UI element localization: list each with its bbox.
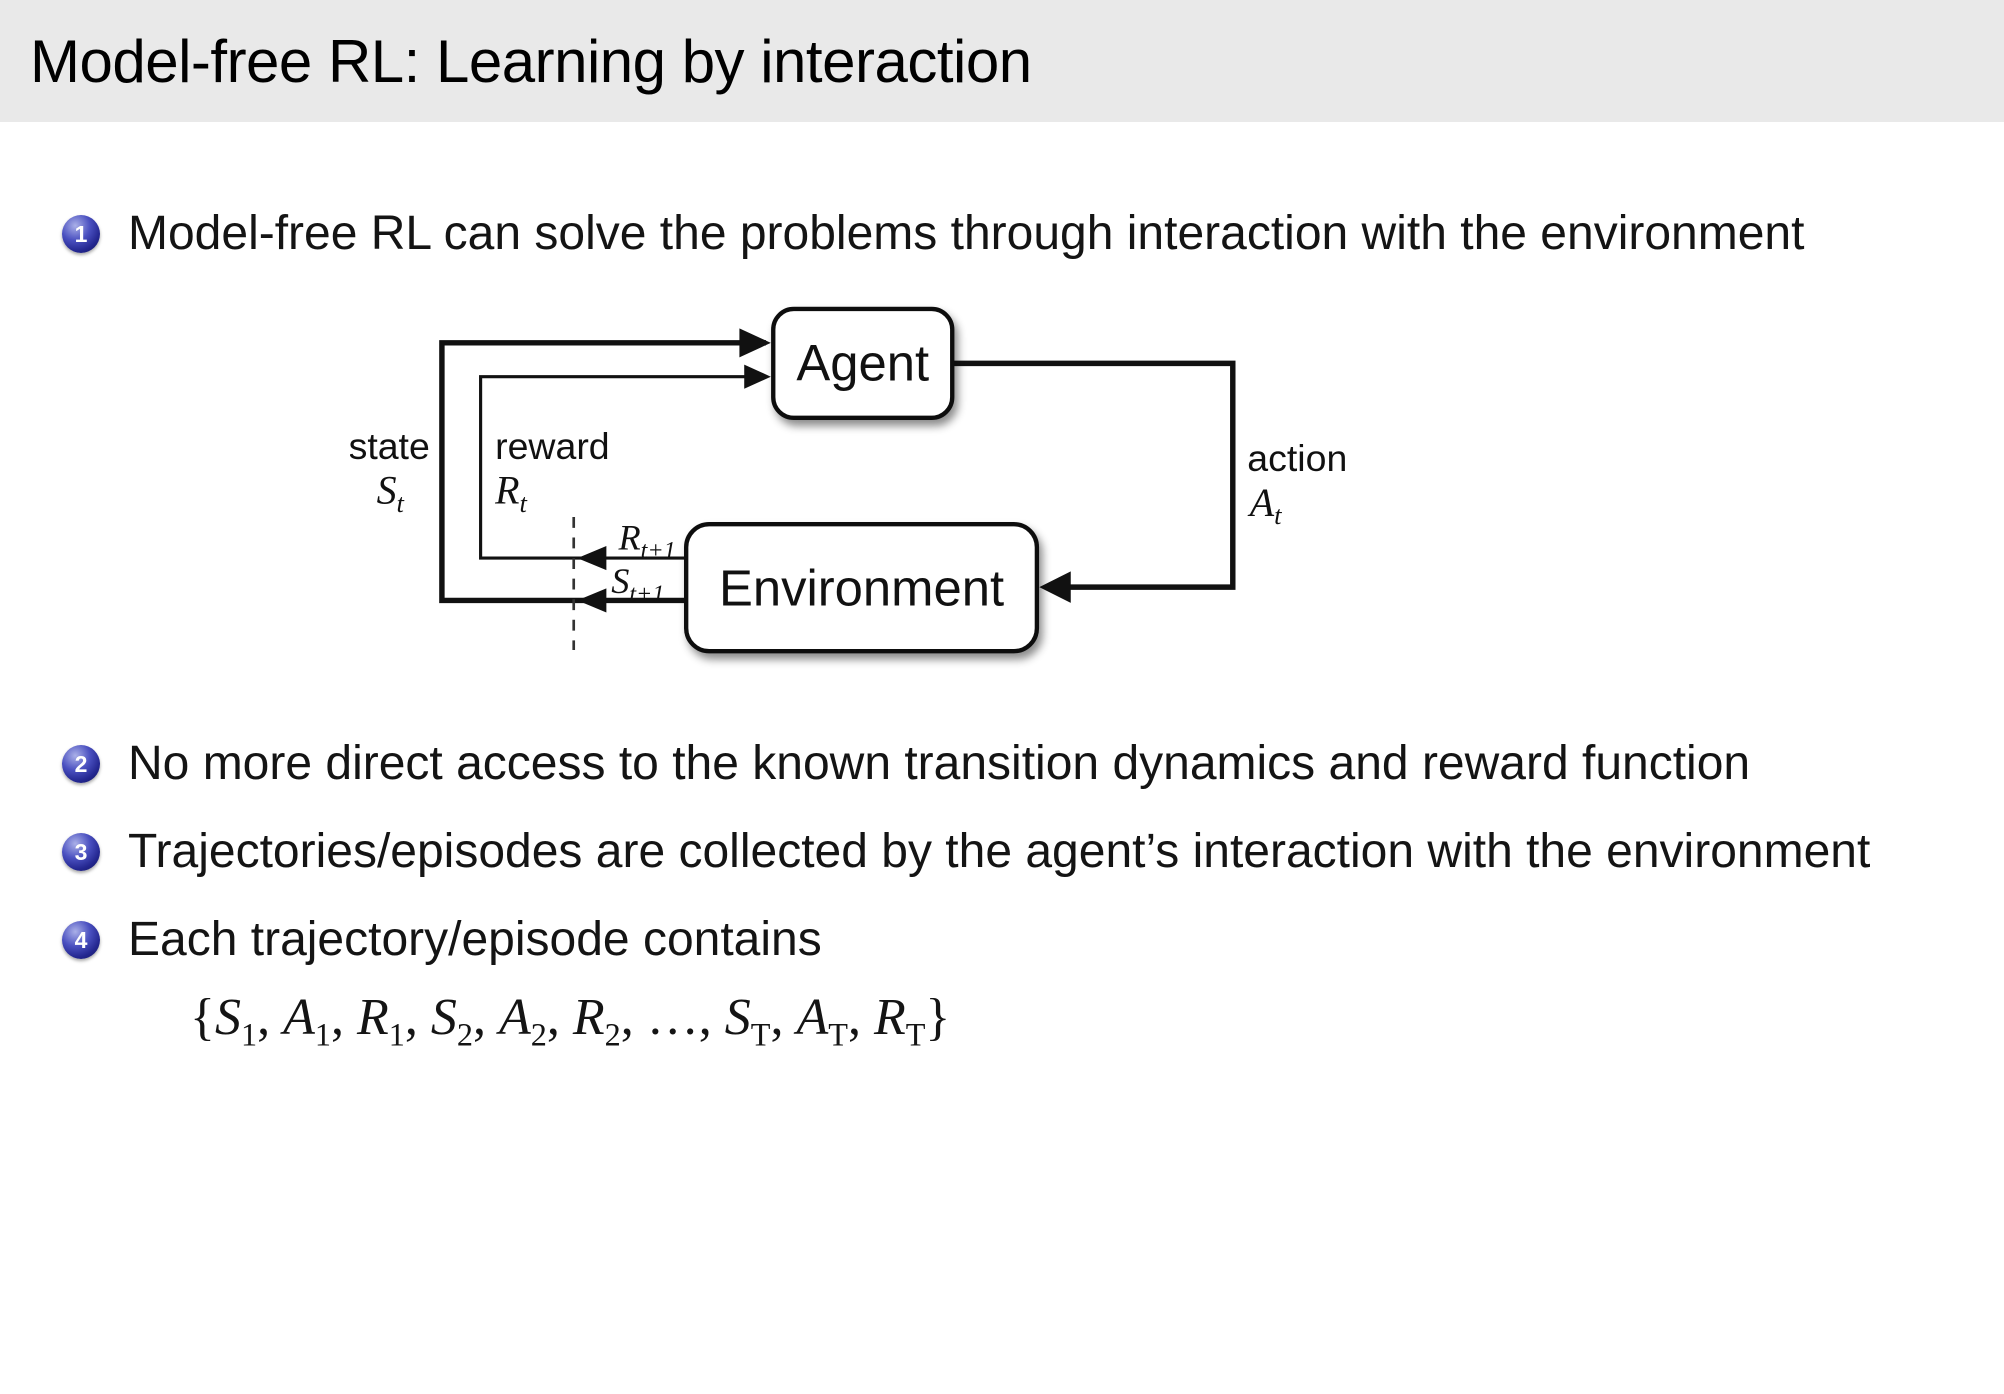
bullet-text: No more direct access to the known trans… [128,737,1751,790]
reward-arrowhead [744,364,771,389]
open-brace: { [190,989,215,1046]
trajectory-token: … [646,989,699,1046]
agent-label: Agent [796,334,929,391]
bullet-ball-2: 2 [62,745,100,783]
reward-var: Rt [494,468,527,518]
close-brace: } [925,989,951,1046]
bullet-number: 3 [74,838,88,865]
next-state-arrowhead [577,588,607,613]
trajectory-token: S2 [430,989,473,1053]
trajectory-token: A1 [283,989,331,1053]
action-label: action [1247,437,1347,479]
bullet-item-2: 2 No more direct access to the known tra… [62,730,1964,798]
trajectory-token: R1 [356,989,405,1053]
next-reward-label: Rt+1 [617,518,675,564]
state-arrow-line [439,340,766,604]
action-var: At [1247,480,1282,530]
bullet-number: 2 [74,750,88,777]
slide-content: 1 Model-free RL can solve the problems t… [0,200,2004,1072]
state-var: St [377,468,405,518]
environment-box [684,522,1040,654]
trajectory-math: {S1, A1, R1, S2, A2, R2, …, ST, AT, RT} [190,980,1964,1072]
action-arrow-line [952,360,1236,590]
trajectory-token: A2 [499,989,547,1053]
bullet-number: 4 [74,926,88,953]
next-state-label: St+1 [611,561,664,607]
bullet-number: 1 [74,220,88,247]
state-label: state [350,425,430,467]
bullet-ball-3: 3 [62,833,100,871]
trajectory-token: AT [796,989,848,1053]
state-arrowhead [739,328,771,358]
trajectory-token: S1 [214,989,258,1053]
title-bar: Model-free RL: Learning by interaction [0,0,2004,122]
trajectory-token: R2 [572,989,621,1053]
bullet-ball-4: 4 [62,921,100,959]
bullet-item-4: 4 Each trajectory/episode contains [62,906,1964,974]
page-title: Model-free RL: Learning by interaction [30,27,1032,95]
bullet-item-1: 1 Model-free RL can solve the problems t… [62,200,1964,268]
action-arrowhead [1039,571,1071,603]
trajectory-token: RT [873,989,926,1053]
agent-box [771,306,955,420]
bullet-text: Trajectories/episodes are collected by t… [128,825,1871,878]
bullet-item-3: 3 Trajectories/episodes are collected by… [62,818,1964,886]
bullet-ball-1: 1 [62,215,100,253]
trajectory-token: ST [724,989,771,1053]
trajectory-sequence: S1, A1, R1, S2, A2, R2, …, ST, AT, RT [214,989,926,1053]
reward-label: reward [495,425,610,467]
rl-diagram: Agent Environment state St reward Rt act… [349,294,1390,694]
environment-label: Environment [719,559,1004,616]
bullet-text: Model-free RL can solve the problems thr… [128,207,1805,260]
bullet-text: Each trajectory/episode contains [128,913,822,966]
next-reward-arrowhead [577,546,607,571]
